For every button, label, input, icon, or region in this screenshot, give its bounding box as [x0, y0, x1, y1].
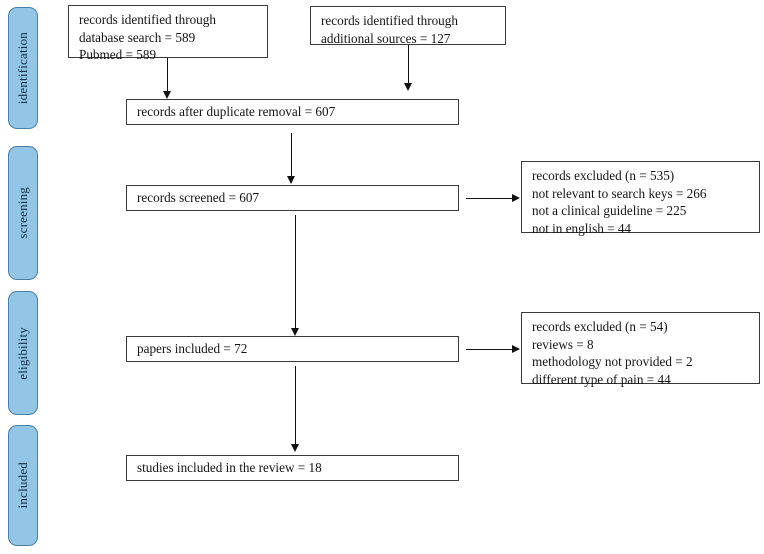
box-line: records screened = 607: [137, 190, 260, 206]
box-line: records excluded (n = 535): [532, 168, 675, 183]
box-line: different type of pain = 44: [532, 371, 671, 387]
box-line: methodology not provided = 2: [532, 354, 693, 369]
arrow-records-screened-to-papers-included: [291, 215, 300, 336]
box-records-excluded-screening: records excluded (n = 535) not relevant …: [521, 161, 760, 236]
arrow-duplicate-removal-to-records-screened: [287, 133, 296, 184]
box-records-database-search: records identified through database sear…: [68, 5, 268, 62]
stage-label-included: included: [15, 462, 30, 509]
arrow-additional-sources-to-duplicate-removal: [404, 45, 413, 91]
box-line: additional sources = 127: [321, 30, 451, 46]
box-line: records identified through: [79, 12, 216, 27]
arrow-papers-included-to-studies-included: [291, 366, 300, 452]
stage-label-screening: screening: [15, 187, 30, 239]
box-line: records excluded (n = 54): [532, 319, 668, 334]
box-line: records after duplicate removal = 607: [137, 104, 336, 120]
box-line: studies included in the review = 18: [137, 460, 322, 476]
arrow-database-search-to-duplicate-removal: [163, 58, 172, 99]
box-records-after-duplicate-removal: records after duplicate removal = 607: [126, 99, 459, 125]
box-records-excluded-eligibility: records excluded (n = 54) reviews = 8 me…: [521, 312, 760, 387]
stage-pill-identification: identification: [8, 7, 38, 129]
arrow-papers-included-to-excluded-eligibility: [466, 345, 520, 354]
box-records-additional-sources: records identified through additional so…: [310, 6, 506, 46]
box-line: Pubmed = 589: [79, 47, 157, 62]
box-records-screened: records screened = 607: [126, 185, 459, 211]
arrow-records-screened-to-excluded-screening: [466, 194, 520, 203]
box-line: papers included = 72: [137, 341, 248, 357]
stage-pill-screening: screening: [8, 146, 38, 280]
box-line: database search = 589: [79, 29, 196, 45]
stage-label-identification: identification: [15, 31, 30, 105]
box-line: reviews = 8: [532, 336, 594, 352]
box-line: not a clinical guideline = 225: [532, 203, 687, 218]
box-papers-included: papers included = 72: [126, 336, 459, 362]
stage-pill-eligibility: eligibility: [8, 291, 38, 415]
box-line: not relevant to search keys = 266: [532, 185, 707, 201]
stage-pill-included: included: [8, 425, 38, 546]
stage-label-eligibility: eligibility: [15, 326, 30, 380]
box-line: not in english = 44: [532, 220, 632, 236]
box-studies-included-in-review: studies included in the review = 18: [126, 455, 459, 481]
box-line: records identified through: [321, 13, 458, 28]
